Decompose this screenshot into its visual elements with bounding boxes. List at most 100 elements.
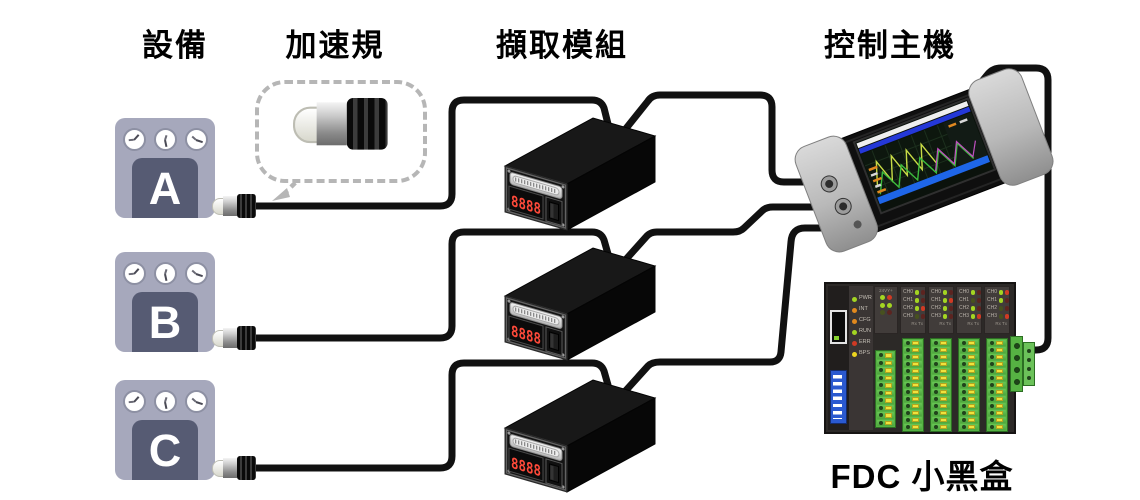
fdc-terminal [904,375,922,381]
fdc-channel-row: CH0 [986,289,1009,297]
fdc-terminal [877,404,894,411]
fdc-terminal [932,417,950,423]
cable-module-2-to-host [616,203,850,270]
fdc-terminal [932,368,950,374]
fdc-terminal [877,397,894,404]
fdc-channel-row: CH1 [930,297,953,305]
fdc-terminal [904,354,922,360]
connector-screw [1027,375,1031,380]
fdc-terminal [988,340,1006,346]
gauge-icon [153,390,177,413]
heading-control-host: 控制主機 [824,28,956,63]
fdc-terminal [932,340,950,346]
gauge-icon [122,128,146,151]
fdc-terminal [904,361,922,367]
fdc-terminal [988,424,1006,430]
fdc-power-led [887,310,893,315]
host-screen [852,97,997,215]
fdc-terminal [904,389,922,395]
fdc-power-led [879,310,885,315]
connector-screw [1013,343,1020,349]
machine-c-letter: C [148,424,182,476]
fdc-terminal [904,396,922,402]
daq-module-1: 8888 [503,116,657,233]
fdc-terminal [960,340,978,346]
fdc-channel-row: CH2 [902,305,925,313]
machine-c-panel: C [132,420,198,480]
fdc-channel-row: CH1 [958,297,981,305]
module-3-display: 8888 [511,454,541,480]
fdc-output-connector-tab [1023,342,1035,386]
fdc-terminal [932,424,950,430]
machine-a-gauges [115,128,215,151]
heading-accelerometer: 加速規 [285,28,385,63]
fdc-terminal [960,382,978,388]
fdc-terminal [988,375,1006,381]
fdc-status-led: CFG [852,318,872,324]
machine-b-panel: B [132,292,198,352]
fdc-power-header: 24VY+ [874,286,898,334]
machine-a-letter: A [148,162,182,214]
fdc-terminal [904,424,922,430]
fdc-terminal [904,347,922,353]
fdc-terminal [904,403,922,409]
plug-knurl [237,326,256,350]
accelerometer-bubble [255,80,427,183]
fdc-channel-row: CH3 [958,313,981,321]
fdc-terminal [904,340,922,346]
plug-knurl [237,456,256,480]
fdc-channel-row: CH0 [902,289,925,297]
gauge-icon [122,262,146,285]
fdc-terminal [932,361,950,367]
fdc-channel-row: CH3 [986,313,1009,321]
fdc-status-led: INT [852,307,872,313]
fdc-terminal [932,403,950,409]
cable-machine-b-to-module-2 [244,228,612,342]
fdc-channel-row: CH1 [986,297,1009,305]
fdc-channel-row: CH3 [902,313,925,321]
fdc-terminal [904,410,922,416]
fdc-power-leds [875,295,897,315]
fdc-terminal [877,352,894,359]
machine-b-letter: B [148,296,182,348]
daq-module-3: 8888 [503,378,657,495]
connector-screw [1027,357,1031,362]
fdc-display [830,310,847,344]
machine-b-gauges [115,262,215,285]
screen-menu-ticks [868,118,968,194]
fdc-terminal [988,403,1006,409]
fdc-terminal-strip [930,338,952,432]
gauge-icon [122,390,146,413]
fdc-terminal [960,424,978,430]
control-host [794,68,1054,253]
fdc-terminal [988,382,1006,388]
gauge-icon [184,390,208,413]
fdc-terminal [960,354,978,360]
fdc-terminal [932,396,950,402]
gauge-icon [184,128,208,151]
fdc-terminal [960,403,978,409]
fdc-terminal [904,382,922,388]
fdc-power-led [887,295,893,300]
fdc-status-led: BPS [852,351,872,357]
fdc-terminal [988,361,1006,367]
fdc-power-label: 24VY+ [879,288,893,293]
sensor-plug-a [212,194,256,218]
sensor-plug-c [212,456,256,480]
fdc-channel-row: CH3 [930,313,953,321]
fdc-terminal [960,368,978,374]
connector-screw [1027,348,1031,353]
module-2-display: 8888 [511,322,541,348]
connector-screw [1013,367,1020,373]
fdc-channel-footer: Rx Tx [995,320,1007,326]
fdc-terminal [877,419,894,426]
fdc-power-led [887,302,893,308]
fdc-terminal [988,389,1006,395]
fdc-terminal [988,410,1006,416]
module-1-display: 8888 [511,192,541,218]
plug-barrel [316,102,347,146]
